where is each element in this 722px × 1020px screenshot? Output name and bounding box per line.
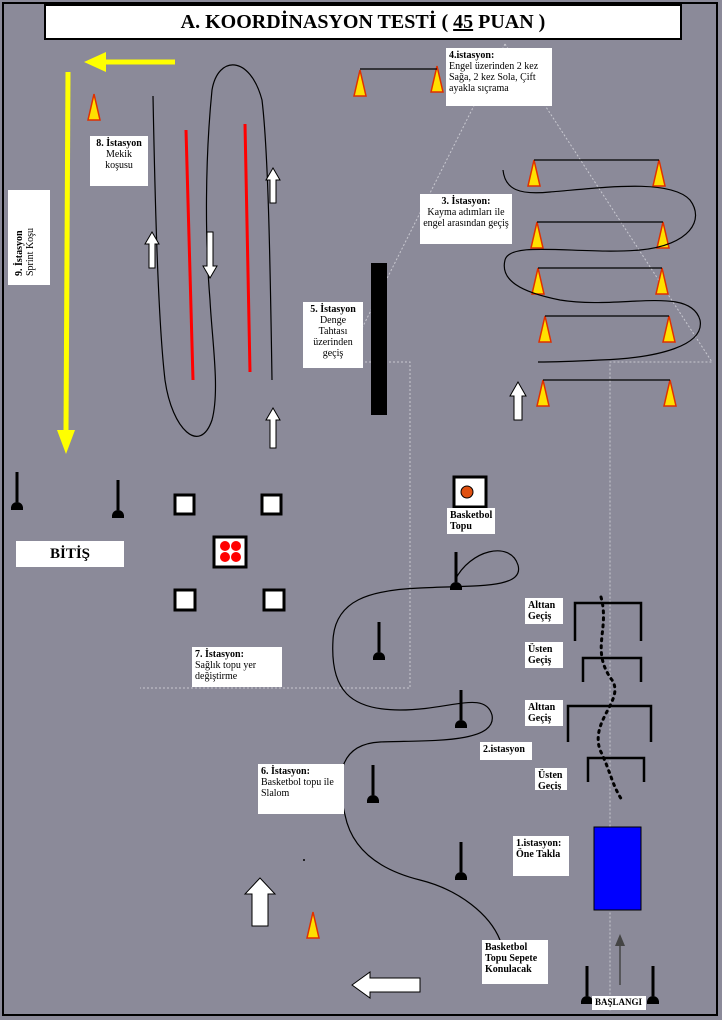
balance-beam (371, 263, 387, 415)
bottom-arrows (243, 877, 421, 999)
slalom-path (332, 550, 520, 941)
station7-label: 7. İstasyon:Sağlık topu yer değiştirme (192, 647, 282, 687)
roll-mat (593, 826, 642, 911)
under-pass-label-2: Alttan Geçiş (525, 700, 563, 726)
hurdle-bars (360, 68, 670, 381)
finish-label: BİTİŞ (16, 541, 124, 567)
over-pass-label-1: Üsten Geçiş (525, 642, 563, 668)
medicine-ball-boxes (173, 493, 286, 612)
shuttle-run-path (152, 64, 273, 437)
over-pass-label-2: Üsten Geçiş (535, 768, 567, 790)
basket-label: Basketbol Topu Sepete Konulacak (482, 940, 548, 984)
basketball-box (452, 475, 488, 509)
start-direction-arrow (615, 934, 625, 985)
station3-label: 3. İstasyon:Kayma adımları ile engel ara… (420, 194, 512, 244)
start-label: BAŞLANGI (592, 996, 646, 1010)
over-under-path (596, 595, 624, 802)
medicine-balls (212, 535, 248, 569)
sprint-arrow (57, 52, 175, 454)
station6-label: 6. İstasyon:Basketbol topu ile Slalom (258, 764, 344, 814)
station1-label: 1.istasyon:Öne Takla (513, 836, 569, 876)
under-pass-label-1: Alttan Geçiş (525, 598, 563, 624)
dotted-boundary (140, 43, 713, 1012)
slide-step-path (502, 169, 701, 363)
station2-label: 2.istasyon (480, 742, 532, 760)
basketball-label: Basketbol Topu (447, 508, 495, 534)
page-title: A. KOORDİNASYON TESTİ ( 45 PUAN ) (44, 4, 682, 40)
station4-label: 4.istasyon:Engel üzerinden 2 kez Sağa, 2… (446, 48, 552, 106)
shuttle-poles (184, 123, 252, 381)
finish-stands (11, 472, 124, 518)
slalom-stands (367, 552, 467, 880)
direction-arrows (144, 167, 527, 449)
